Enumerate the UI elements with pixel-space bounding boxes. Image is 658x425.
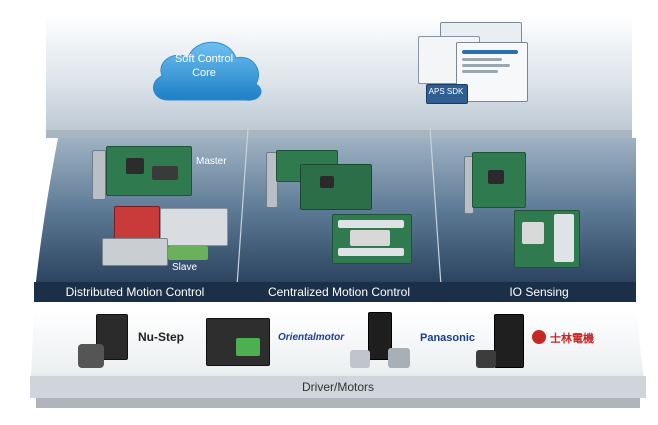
brand-panasonic: Panasonic <box>420 332 476 344</box>
oriental-driver-illustration <box>206 318 270 366</box>
shihlin-driver-illustration <box>476 314 528 370</box>
brand-shihlin: 士林電機 <box>550 333 594 345</box>
io-terminal-board-illustration <box>514 210 580 268</box>
brand-nu-step: Nu-Step <box>138 330 184 344</box>
master-label: Master <box>196 156 227 167</box>
slave-label: Slave <box>172 262 198 273</box>
cloud-label-line2: Core <box>192 67 216 79</box>
section-label-io-sensing: IO Sensing <box>509 285 569 299</box>
slave-modules-illustration <box>96 206 230 268</box>
cloud-label-line1: Soft Control <box>174 53 234 65</box>
cloud-icon <box>153 41 262 101</box>
terminal-board-illustration <box>332 214 412 264</box>
shihlin-logo-icon <box>532 330 546 344</box>
io-card-illustration <box>464 152 526 216</box>
centralized-cards-illustration <box>262 146 372 222</box>
section-label-centralized: Centralized Motion Control <box>267 285 411 299</box>
section-label-distributed: Distributed Motion Control <box>65 285 205 299</box>
master-card-illustration <box>92 146 192 202</box>
sdk-label: APS SDK <box>428 87 464 96</box>
brand-orientalmotor: Orientalmotor <box>278 332 345 343</box>
bottom-layer-label: Driver/Motors <box>301 380 374 394</box>
nu-step-driver-illustration <box>78 314 136 370</box>
panasonic-driver-illustration <box>350 312 412 370</box>
sdk-windows-illustration <box>412 22 530 104</box>
cloud-label: Soft Control Core <box>152 52 256 80</box>
